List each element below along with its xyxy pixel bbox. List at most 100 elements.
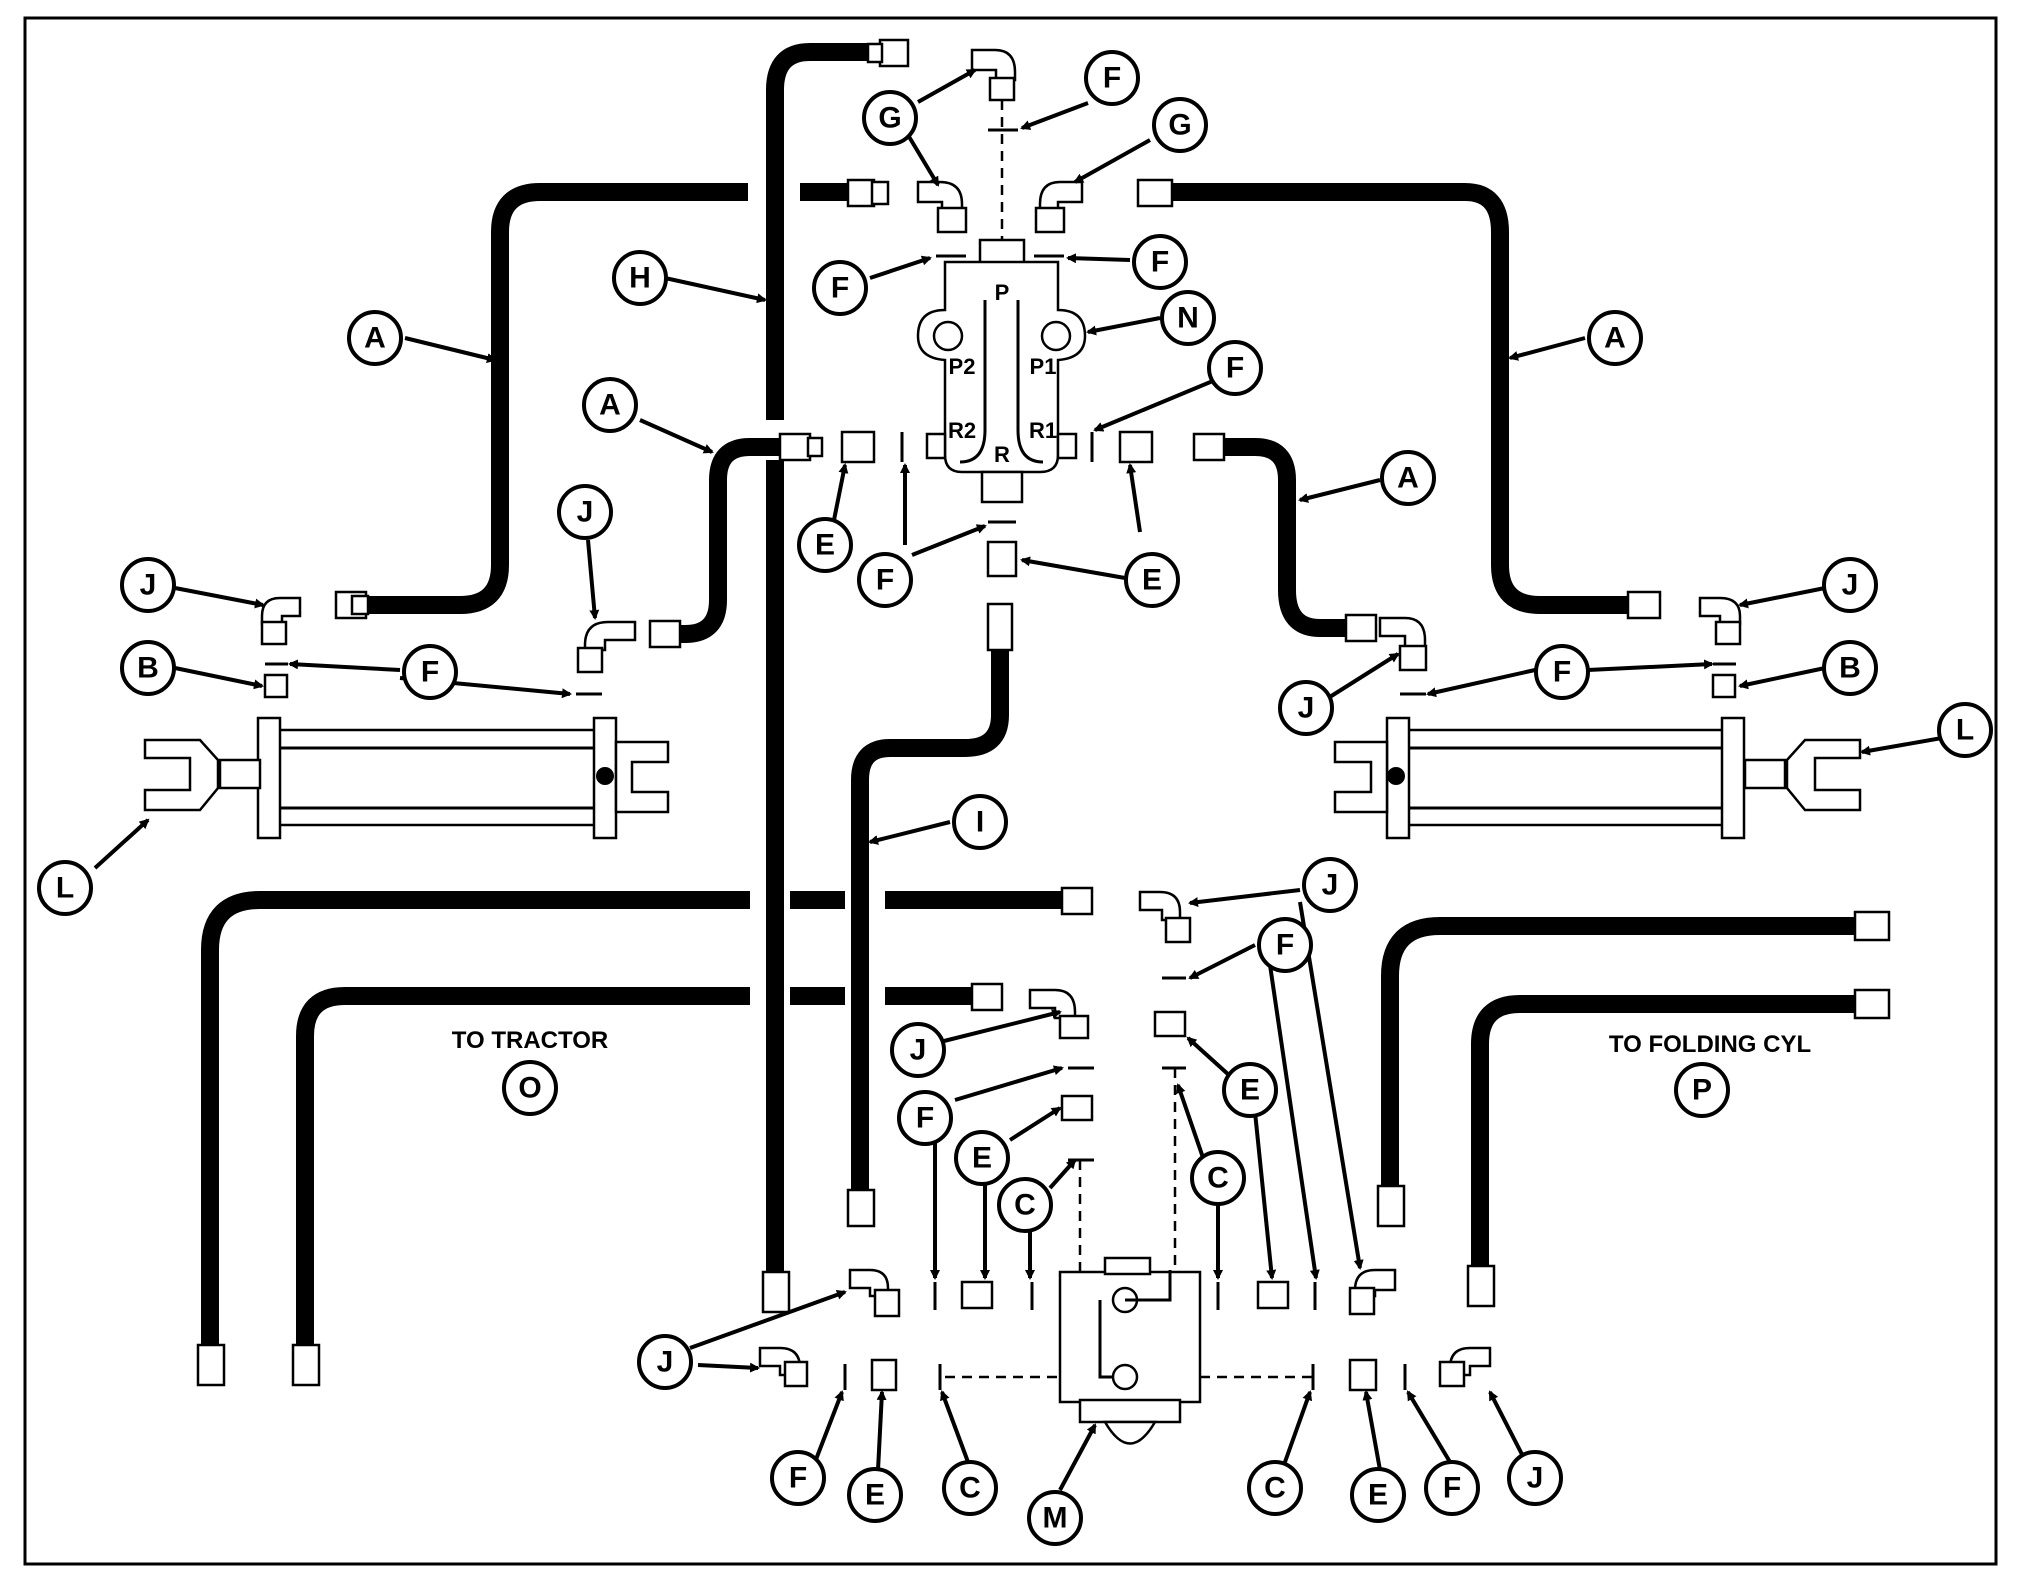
right-cylinder <box>1333 716 1862 840</box>
callout-j-tractor-2: J <box>890 1022 946 1078</box>
callout-c-left-upper: C <box>997 1177 1053 1233</box>
svg-text:P: P <box>1692 1074 1712 1107</box>
svg-text:J: J <box>140 569 157 602</box>
callout-e-bottom-left: E <box>847 1467 903 1523</box>
callout-e-below-valve: E <box>1124 552 1180 608</box>
svg-text:J: J <box>910 1034 927 1067</box>
svg-text:F: F <box>789 1462 807 1495</box>
svg-text:N: N <box>1177 302 1199 335</box>
hose-end-fittings <box>196 38 1891 1387</box>
svg-text:J: J <box>1842 569 1859 602</box>
callout-e-left-block: E <box>954 1130 1010 1186</box>
callout-j-middle-left: J <box>557 484 613 540</box>
callout-f-tractor-1: F <box>1257 917 1313 973</box>
callout-m: M <box>1027 1490 1083 1546</box>
port-r1-label: R1 <box>1029 418 1057 443</box>
svg-text:B: B <box>137 652 159 685</box>
svg-text:O: O <box>518 1072 541 1105</box>
svg-text:I: I <box>976 806 984 839</box>
callout-f-right-cyl: F <box>1534 644 1590 700</box>
callout-b-right: B <box>1822 640 1878 696</box>
callout-f-top: F <box>1084 50 1140 106</box>
port-r-label: R <box>994 442 1010 467</box>
callout-f-valve-right: F <box>1132 234 1188 290</box>
callout-a-upper-left: A <box>347 310 403 366</box>
callout-n: N <box>1160 290 1216 346</box>
svg-text:F: F <box>1276 929 1294 962</box>
elbow-fittings <box>260 48 1742 1388</box>
hoses <box>201 43 1858 1350</box>
hose-a-middle-left <box>665 438 785 643</box>
svg-text:F: F <box>1103 62 1121 95</box>
svg-text:J: J <box>1527 1462 1544 1495</box>
svg-text:E: E <box>1368 1479 1388 1512</box>
callout-f-valve-left: F <box>812 260 868 316</box>
adapters-and-seals <box>263 128 1737 1392</box>
callout-a-middle-left: A <box>582 377 638 433</box>
assembly-centerlines <box>945 100 1312 1379</box>
hose-i <box>851 648 1009 1195</box>
callout-g-top: G <box>862 90 918 146</box>
callout-e-bottom-right: E <box>1350 1467 1406 1523</box>
svg-text:A: A <box>364 322 386 355</box>
svg-text:F: F <box>916 1102 934 1135</box>
callout-j-upper-left: J <box>120 557 176 613</box>
callout-f-left-block: F <box>897 1090 953 1146</box>
svg-text:A: A <box>599 389 621 422</box>
svg-text:F: F <box>421 656 439 689</box>
callout-i: I <box>952 794 1008 850</box>
callout-b-left: B <box>120 640 176 696</box>
svg-text:L: L <box>1956 714 1974 747</box>
diagram-border <box>23 16 1998 1566</box>
callout-j-tractor-1: J <box>1302 857 1358 913</box>
flow-divider-valve: P P2 P1 R2 R1 R <box>916 238 1087 504</box>
hose-tractor-2-left <box>296 987 750 1350</box>
callouts: G F G H F F N A A F A A J E F E J J B F … <box>37 50 1993 1546</box>
callout-f-left-cyl: F <box>402 644 458 700</box>
svg-text:C: C <box>1014 1189 1036 1222</box>
callout-h: H <box>612 250 668 306</box>
callout-o: O <box>502 1060 558 1116</box>
to-folding-cyl-label: TO FOLDING CYL <box>1609 1031 1811 1058</box>
svg-text:J: J <box>1322 869 1339 902</box>
svg-text:A: A <box>1397 462 1419 495</box>
svg-text:E: E <box>815 529 835 562</box>
svg-text:G: G <box>878 102 901 135</box>
svg-text:F: F <box>1151 246 1169 279</box>
callout-g-right: G <box>1152 97 1208 153</box>
svg-text:E: E <box>1240 1074 1260 1107</box>
svg-text:F: F <box>876 564 894 597</box>
left-cylinder <box>143 716 670 840</box>
port-p1-label: P1 <box>1030 354 1057 379</box>
callout-f-r1: F <box>1207 340 1263 396</box>
svg-text:H: H <box>629 262 651 295</box>
hose-a-upper-left <box>350 183 748 614</box>
callout-f-bottom-right: F <box>1424 1460 1480 1516</box>
svg-text:J: J <box>657 1346 674 1379</box>
svg-text:L: L <box>56 872 74 905</box>
callout-f-bottom-left: F <box>770 1450 826 1506</box>
callout-e-left: E <box>797 517 853 573</box>
callout-j-bottom-left: J <box>637 1334 693 1390</box>
svg-text:C: C <box>1207 1162 1229 1195</box>
svg-text:F: F <box>831 272 849 305</box>
callout-a-upper-right: A <box>1587 310 1643 366</box>
callout-a-middle-right: A <box>1380 450 1436 506</box>
callout-l-left: L <box>37 860 93 916</box>
callout-p: P <box>1674 1062 1730 1118</box>
hose-folding-2 <box>1471 995 1858 1270</box>
svg-text:F: F <box>1553 656 1571 689</box>
hose-h-upper <box>766 43 895 420</box>
callout-e-upper-block: E <box>1222 1062 1278 1118</box>
callout-j-middle-right: J <box>1278 680 1334 736</box>
svg-text:J: J <box>1298 692 1315 725</box>
hose-a-upper-right <box>1170 183 1630 614</box>
svg-text:M: M <box>1043 1502 1068 1535</box>
callout-c-bottom-left: C <box>942 1460 998 1516</box>
svg-text:C: C <box>1264 1472 1286 1505</box>
hose-folding-1 <box>1381 917 1858 1190</box>
hose-tractor-1-left <box>201 891 750 1350</box>
svg-text:A: A <box>1604 322 1626 355</box>
